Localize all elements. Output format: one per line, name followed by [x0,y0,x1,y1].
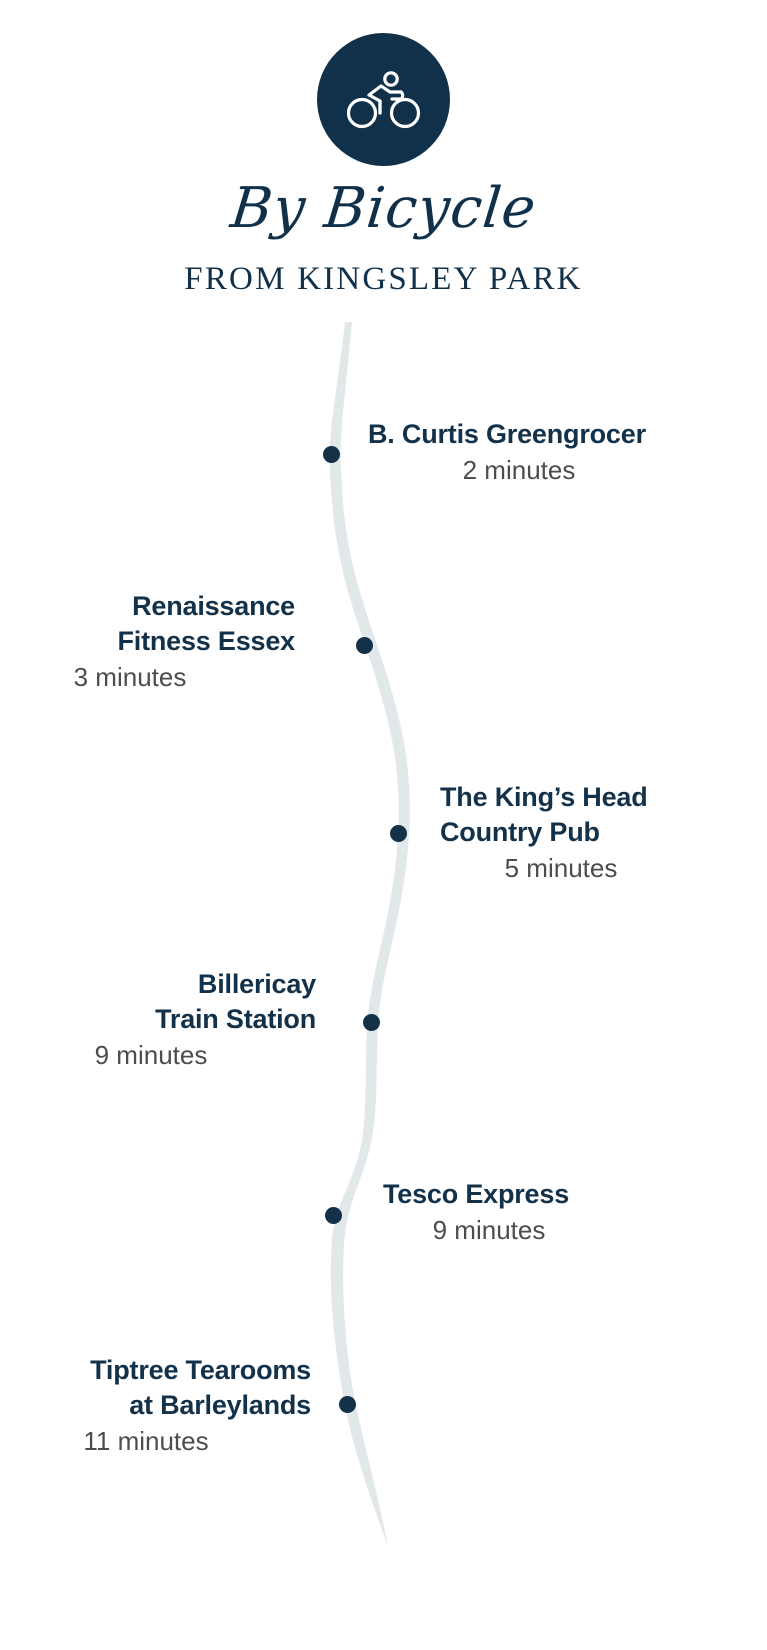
stop-5-name: Tesco Express [383,1179,570,1209]
stop-6-dot[interactable] [339,1396,356,1413]
stop-2-name: Renaissance Fitness Essex [117,591,295,656]
stop-3-name: The King’s Head Country Pub [440,782,648,847]
header: By Bicycle FROM KINGSLEY PARK [0,0,767,298]
stop-4-time: 9 minutes [94,1040,208,1070]
stop-1-name: B. Curtis Greengrocer [368,419,646,449]
stop-1-dot[interactable] [323,446,340,463]
road-line [329,322,410,1545]
stop-3-time: 5 minutes [504,853,618,883]
stop-1-time: 2 minutes [462,455,576,485]
bicycle-badge [317,33,450,166]
stop-6-name: Tiptree Tearooms at Barleylands [90,1355,311,1420]
bicycle-icon [346,68,421,132]
stop-4[interactable]: Billericay Train Station 9 minutes [0,967,317,1073]
stop-5-dot[interactable] [325,1207,342,1224]
stop-6-time: 11 minutes [83,1426,209,1456]
stop-3[interactable]: The King’s Head Country Pub 5 minutes [440,780,767,886]
stop-2[interactable]: Renaissance Fitness Essex 3 minutes [0,589,296,695]
stop-4-name: Billericay Train Station [155,969,316,1034]
stop-5-time: 9 minutes [432,1215,546,1245]
page-subtitle: FROM KINGSLEY PARK [184,260,583,297]
stop-1[interactable]: B. Curtis Greengrocer 2 minutes [368,417,698,488]
stop-2-time: 3 minutes [73,662,187,692]
stop-4-dot[interactable] [363,1014,380,1031]
stop-3-dot[interactable] [390,825,407,842]
stop-5[interactable]: Tesco Express 9 minutes [383,1177,713,1248]
stop-2-dot[interactable] [356,637,373,654]
stop-6[interactable]: Tiptree Tearooms at Barleylands 11 minut… [0,1353,311,1459]
